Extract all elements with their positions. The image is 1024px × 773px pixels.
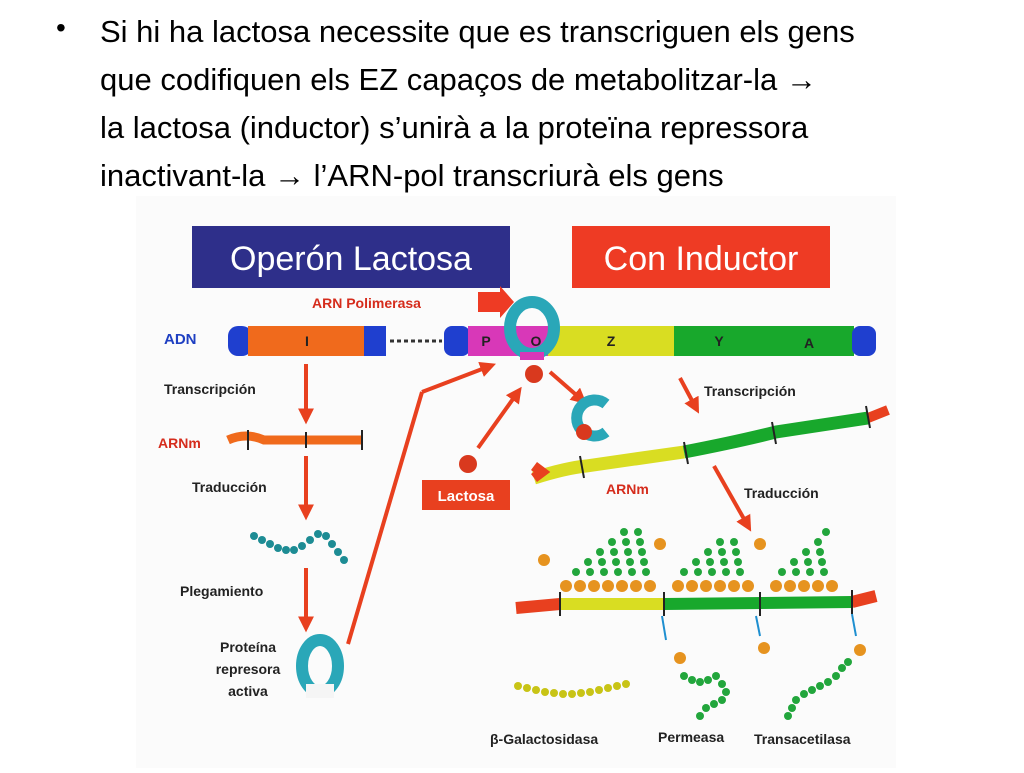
gene-z [548,326,674,356]
inactive-repressor-icon [571,394,610,442]
lactose-molecule-icon [459,455,477,473]
left-transcription-label: Transcripción [164,381,256,397]
gene-a [764,326,854,356]
repressor-label-2: represora [216,661,281,677]
dna-cap-left [228,326,252,356]
ribosomes-group-3 [754,528,838,592]
galactosidase-chain [514,680,630,698]
rna-polymerase-arrow-icon [478,286,514,318]
right-mrna-label: ARNm [606,481,649,497]
repressor-label-1: Proteína [220,639,276,655]
permease-chain [680,672,730,720]
lac-operon-svg: Operón Lactosa Con Inductor ARN Polimera… [158,226,890,747]
right-transcription-label: Transcripción [704,383,796,399]
folding-label: Plegamiento [180,583,263,599]
title-con-inductor: Con Inductor [572,226,830,288]
bullet-line-1: Si hi ha lactosa necessite que es transc… [100,14,855,49]
bullet-marker: • [56,12,66,43]
left-mrna-label: ARNm [158,435,201,451]
permease-label: Permeasa [658,729,724,745]
gene-a-label: A [804,335,814,351]
title-left-text: Operón Lactosa [230,240,472,278]
title-left-bg [192,226,510,288]
right-mrna-strand [531,405,890,485]
bullet-line-4: inactivant-la → l’ARN-pol transcriurà el… [100,158,724,193]
right-transcription-arrow [678,377,700,414]
transacetylase-label: Transacetilasa [754,731,851,747]
rna-polymerase-label: ARN Polimerasa [312,295,421,311]
right-translation-arrow [712,465,752,532]
gene-y [674,326,764,356]
left-mrna-strand [226,430,363,450]
title-right-text: Con Inductor [604,240,799,278]
gene-i [248,326,366,356]
released-ribosomes [661,613,866,664]
gene-z-label: Z [607,333,616,349]
dna-label: ADN [164,331,197,348]
title-operon-lactosa: Operón Lactosa [192,226,510,288]
right-translation-label: Traducción [744,485,819,501]
bullet-text-block: • Si hi ha lactosa necessite que es tran… [56,8,996,200]
galactosidase-label: β-Galactosidasa [490,731,598,747]
dna-cap-i-right [364,326,386,356]
ribosomes-group-2 [654,538,754,592]
inactivation-arrow [548,370,587,405]
repressor-label-3: activa [228,683,268,699]
active-repressor-icon [296,634,344,698]
transacetylase-chain [784,658,852,720]
title-right-bg [572,226,830,288]
lactose-label: Lactosa [438,488,495,505]
gene-p-label: P [481,333,490,349]
lac-operon-diagram: Operón Lactosa Con Inductor ARN Polimera… [136,196,896,768]
dna-cap-p-left [444,326,470,356]
rna-polymerase-icon [504,296,560,360]
bullet-line-3: la lactosa (inductor) s’unirà a la prote… [100,110,809,145]
left-polypeptide-chain [250,530,348,564]
ribosomes-group-1 [538,528,656,592]
lactose-arrow [476,386,522,450]
polysome-mrna [515,590,878,616]
dna-cap-right [852,326,876,356]
repressor-to-operator-arrow [421,361,496,394]
left-translation-label: Traducción [192,479,267,495]
gene-p [468,326,504,356]
gene-i-label: I [305,333,309,349]
gene-y-label: Y [714,333,724,349]
bullet-line-2: que codifiquen els EZ capaços de metabol… [100,62,817,97]
lactose-box [422,480,510,510]
gene-o-label: O [531,333,542,349]
repressor-to-operator-line [346,391,424,645]
lactose-bound-icon [525,365,543,383]
